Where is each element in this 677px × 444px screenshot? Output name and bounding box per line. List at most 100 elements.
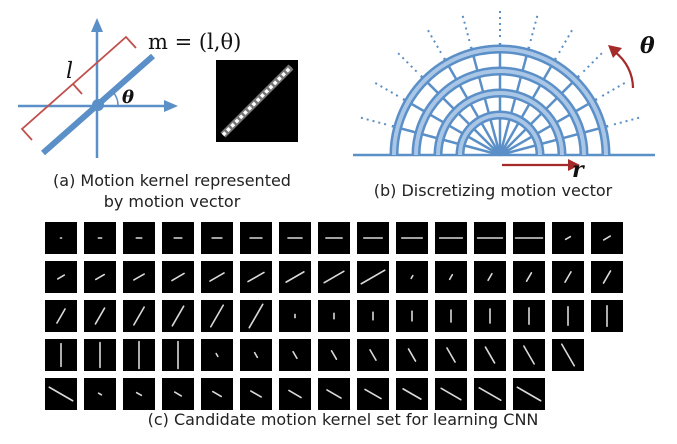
kernel-tile <box>435 222 467 254</box>
kernel-stroke <box>484 346 496 364</box>
label-l: l <box>66 59 73 84</box>
kernel-tile <box>552 339 584 371</box>
dotted-extension <box>396 51 418 73</box>
kernel-tile <box>162 222 194 254</box>
kernel-tile <box>357 261 389 293</box>
r-arrowhead <box>568 159 580 171</box>
caption-a: (a) Motion kernel represented by motion … <box>7 170 337 212</box>
angle-arc <box>112 91 119 107</box>
kernel-stroke <box>525 271 533 283</box>
kernel-tile <box>318 222 350 254</box>
kernel-tile <box>240 339 272 371</box>
panel-a-diagram <box>18 18 178 158</box>
kernel-tile <box>435 378 467 410</box>
kernel-tile <box>45 261 77 293</box>
kernel-stroke <box>564 271 572 283</box>
kernel-tile <box>45 339 77 371</box>
kernel-tile <box>240 378 272 410</box>
kernel-tile <box>279 378 311 410</box>
equation-m: m = (l,θ) <box>148 30 241 54</box>
kernel-stroke <box>288 389 302 399</box>
kernel-stroke <box>402 388 422 400</box>
caption-a-line1: (a) Motion kernel represented <box>53 171 291 190</box>
kernel-tile <box>552 300 584 332</box>
kernel-stroke <box>211 390 223 398</box>
radius-ring-inner <box>392 47 608 156</box>
kernel-tile <box>357 378 389 410</box>
kernel-stroke <box>171 305 185 327</box>
kernel-tile <box>240 300 272 332</box>
kernel-tile <box>513 222 545 254</box>
kernel-stroke <box>247 271 265 283</box>
kernel-tile <box>513 378 545 410</box>
kernel-stroke <box>326 389 342 399</box>
kernel-stroke <box>523 345 535 365</box>
kernel-stroke <box>133 273 145 281</box>
label-theta-a: θ <box>122 87 134 108</box>
panel-b-diagram <box>353 9 655 171</box>
kernel-stroke <box>360 269 386 285</box>
radius-ring-inner <box>458 113 542 156</box>
kernel-tile <box>162 339 194 371</box>
kernel-stroke <box>215 352 219 358</box>
kernel-tile <box>123 222 155 254</box>
kernel-stroke <box>440 387 462 401</box>
kernel-tile <box>318 378 350 410</box>
kernel-stroke <box>292 350 298 360</box>
kernel-tile <box>84 261 116 293</box>
kernel-tile <box>396 261 428 293</box>
dotted-extension <box>373 81 399 97</box>
kernel-tile <box>474 300 506 332</box>
kernel-tile <box>123 261 155 293</box>
radial-spoke <box>402 97 501 157</box>
kernel-stroke <box>97 392 103 396</box>
example-kernel-image <box>216 60 298 142</box>
kernel-stroke <box>446 347 456 363</box>
theta-arrow <box>614 51 635 89</box>
kernel-tile <box>240 261 272 293</box>
dotted-extension <box>613 116 642 126</box>
kernel-tile <box>552 222 584 254</box>
kernel-tile <box>318 300 350 332</box>
kernel-tile <box>474 339 506 371</box>
length-bracket <box>20 35 137 141</box>
kernel-tile <box>279 261 311 293</box>
kernel-tile <box>318 339 350 371</box>
label-r: r <box>572 157 585 183</box>
kernel-tile <box>201 300 233 332</box>
kernel-tile <box>474 222 506 254</box>
kernel-stroke <box>516 386 542 402</box>
vertical-axis-arrowhead <box>91 18 103 32</box>
kernel-tile <box>201 378 233 410</box>
dotted-extension <box>601 81 627 97</box>
kernel-tile <box>396 378 428 410</box>
kernel-tile <box>513 261 545 293</box>
kernel-stroke <box>564 235 572 241</box>
kernel-tile <box>513 339 545 371</box>
kernel-tile <box>162 378 194 410</box>
kernel-stroke <box>478 386 502 402</box>
kernel-stroke <box>209 272 225 282</box>
kernel-tile <box>591 222 623 254</box>
radius-ring-inner <box>436 91 564 156</box>
kernel-tile <box>357 339 389 371</box>
kernel-tile <box>279 222 311 254</box>
kernel-stroke <box>250 390 262 398</box>
kernel-tile <box>279 339 311 371</box>
kernel-stroke <box>94 307 106 325</box>
kernel-tile <box>513 300 545 332</box>
kernel-stroke <box>323 270 345 284</box>
kernel-tile <box>435 300 467 332</box>
origin-dot <box>92 99 104 111</box>
kernel-tile <box>396 300 428 332</box>
kernel-stroke <box>56 274 66 280</box>
kernel-stroke <box>285 271 305 283</box>
kernel-tile <box>591 261 623 293</box>
kernel-tile <box>162 300 194 332</box>
kernel-grid <box>45 222 623 410</box>
kernel-stroke <box>253 351 259 359</box>
radial-spoke <box>499 74 581 156</box>
kernel-stroke <box>209 304 225 328</box>
radial-spoke <box>499 97 598 157</box>
kernel-tile <box>474 378 506 410</box>
